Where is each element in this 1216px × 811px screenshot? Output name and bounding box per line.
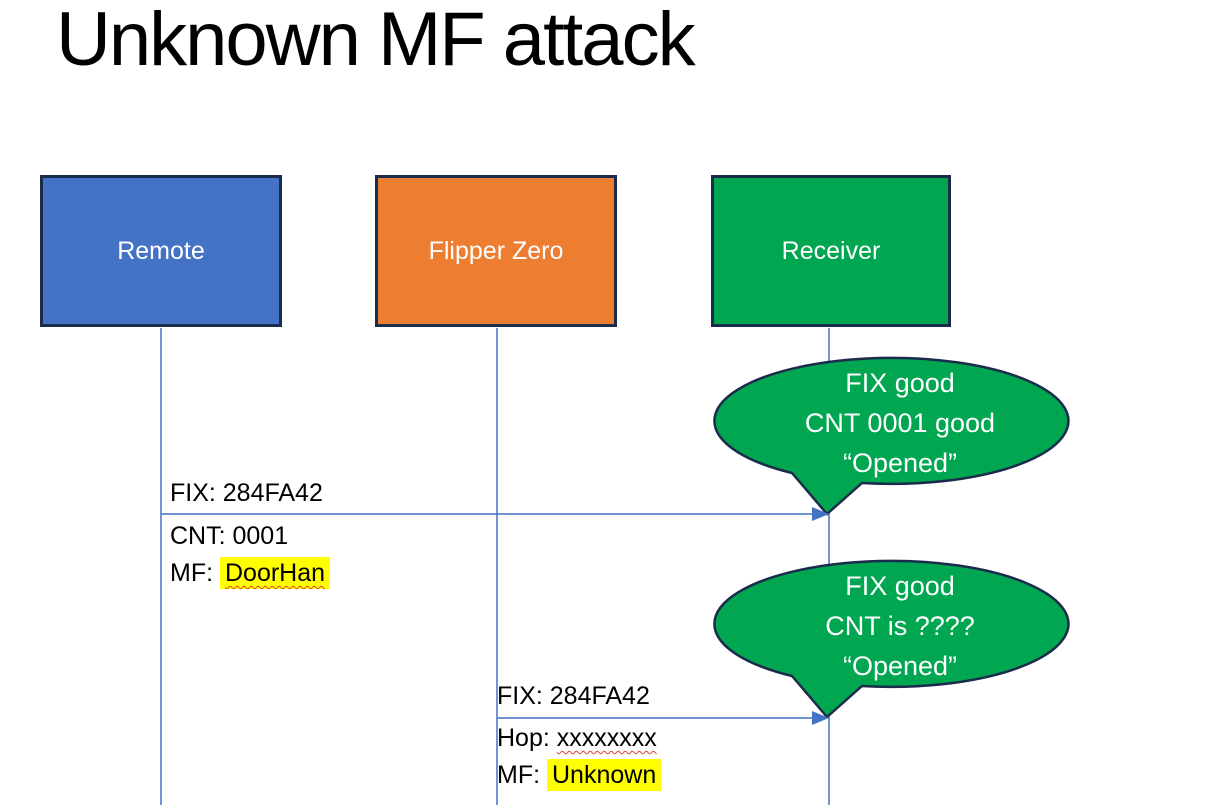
callout-2-text: FIX good CNT is ???? “Opened”: [720, 566, 1080, 686]
actor-label-receiver: Receiver: [781, 236, 881, 265]
actor-label-flipper-zero: Flipper Zero: [428, 236, 564, 265]
callout-2-line-3: “Opened”: [842, 651, 958, 681]
message-2-mf-highlight: Unknown: [547, 759, 662, 791]
callout-1-line-1: FIX good: [845, 368, 955, 398]
message-1-mf-label: MF: DoorHan: [170, 557, 331, 589]
actor-label-remote: Remote: [117, 236, 205, 265]
callout-1-line-2: CNT 0001 good: [804, 408, 996, 438]
message-2-hop-value: xxxxxxxx: [556, 724, 657, 752]
message-2-fix-label: FIX: 284FA42: [497, 682, 650, 710]
callout-1-bubble: [713, 356, 1070, 516]
message-2-hop-prefix: Hop:: [497, 724, 557, 752]
message-2-mf-prefix: MF:: [497, 761, 547, 789]
actor-box-remote: Remote: [40, 175, 282, 327]
callout-2-line-2: CNT is ????: [825, 611, 975, 641]
page-title: Unknown MF attack: [56, 0, 696, 82]
message-1-mf-prefix: MF:: [170, 559, 220, 587]
callout-1-line-3: “Opened”: [842, 448, 958, 478]
callout-1-text: FIX good CNT 0001 good “Opened”: [720, 363, 1080, 483]
message-1-fix-label: FIX: 284FA42: [170, 479, 323, 507]
message-1-cnt-label: CNT: 0001: [170, 522, 289, 550]
callout-2-bubble: [713, 559, 1070, 719]
message-2-hop-label: Hop: xxxxxxxx: [497, 723, 657, 753]
actor-box-receiver: Receiver: [711, 175, 951, 327]
actor-box-flipper-zero: Flipper Zero: [375, 175, 617, 327]
message-2-arrowhead: [812, 711, 829, 725]
message-2-mf-label: MF: Unknown: [497, 759, 662, 791]
message-1-mf-highlight: DoorHan: [220, 557, 331, 589]
callout-2-line-1: FIX good: [845, 571, 955, 601]
message-1-arrowhead: [812, 507, 829, 521]
